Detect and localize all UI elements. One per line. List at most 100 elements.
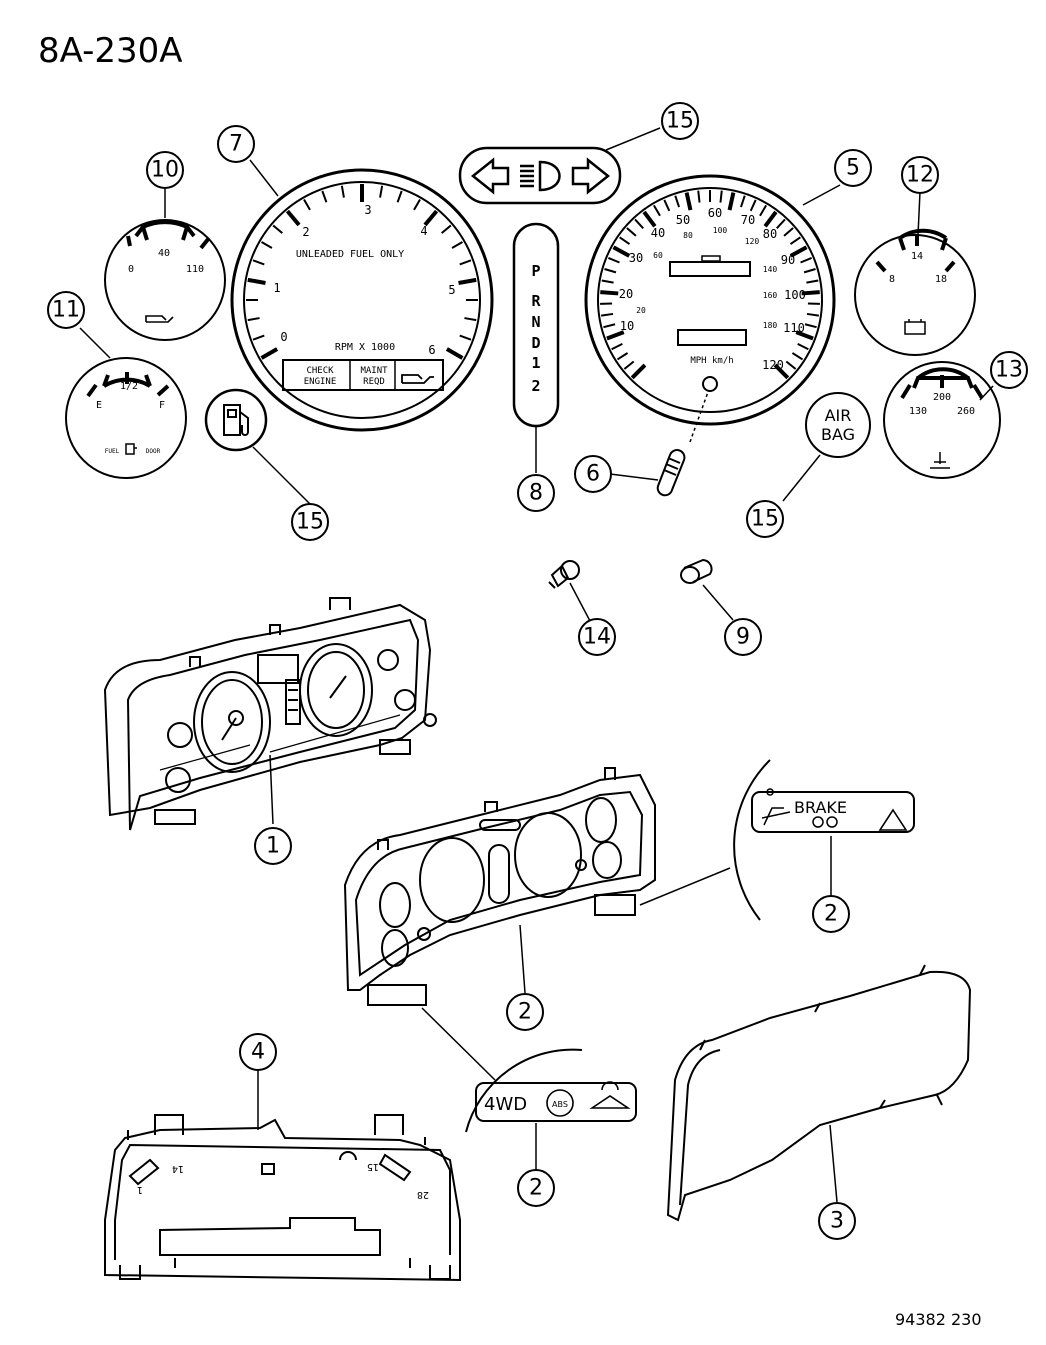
4wd-lens-detail [465,1048,637,1133]
svg-text:12: 12 [906,163,934,188]
temp-tick-130: 130 [909,406,927,417]
callout-13: 13 [990,351,1028,389]
tach-tick-5: 5 [448,283,455,297]
fuel-pump-lens [204,388,268,452]
kmh-140: 140 [763,265,778,274]
svg-text:7: 7 [229,132,243,157]
gauge-tick [396,190,403,203]
right-arrow-icon [571,157,611,195]
tach-tick-6: 6 [428,343,435,357]
fuel-door-icon [125,443,137,455]
gauge-tick [789,236,801,245]
gauge-tick [806,312,820,317]
tach-rpm-text: RPM X 1000 [335,342,395,353]
gauge-tick [623,360,635,370]
gauge-tick [606,330,625,341]
turn-signal-lens [458,146,622,205]
fuel-tick-full: F [159,400,165,411]
rear-plate-connector-right [378,1153,412,1182]
gauge-tick [653,204,661,217]
gauge-tick [801,290,820,296]
oil-tick-110: 110 [186,264,204,275]
svg-text:11: 11 [52,298,80,323]
svg-text:6: 6 [586,462,600,487]
check-engine-line2: ENGINE [304,377,337,387]
gauge-tick [727,192,736,211]
mph-80: 80 [763,227,777,241]
gauge-tick [783,227,794,237]
kmh-160: 160 [763,291,778,300]
callout-14: 14 [578,618,616,656]
svg-text:5: 5 [846,156,860,181]
mph-30: 30 [629,251,643,265]
callout-5: 5 [834,149,872,187]
left-arrow-icon [470,157,510,195]
gauge-tick [600,312,614,317]
prndl-1: 1 [531,354,540,372]
gauge-tick [272,224,283,234]
drawing-number: 94382 230 [895,1310,982,1329]
rear-right-28: 28 [417,1189,429,1200]
gauge-tick [604,268,617,274]
tach-fuel-text: UNLEADED FUEL ONLY [296,249,404,260]
leader-lines [79,127,994,1203]
high-beam-icon [520,160,561,192]
callout-3: 3 [818,1202,856,1240]
gauge-tick [379,185,384,198]
gauge-tick [684,192,693,211]
gauge-tick [603,323,616,329]
fuel-footer-door: DOOR [146,448,161,455]
gauge-tick [763,210,778,228]
svg-text:2: 2 [824,902,838,927]
gauge-tick [260,347,279,360]
airbag-line2: BAG [821,425,855,444]
gauge-tick [773,363,790,380]
gauge-tick [600,290,619,296]
gauge-tick [464,317,477,322]
svg-text:3: 3 [830,1209,844,1234]
gauge-tick [413,199,421,211]
oil-pressure-gauge [104,219,226,341]
brake-lens-detail [733,759,915,921]
gauge-tick [759,204,767,217]
airbag-lens: AIR BAG [805,392,871,458]
prndl-n: N [531,313,540,331]
mph-50: 50 [676,213,690,227]
gauge-tick [803,268,816,274]
prndl-r: R [531,292,541,310]
seatbelt-icon [761,788,791,826]
cluster-lens-cover [666,964,972,1222]
gauge-tick [797,342,809,351]
gauge-tick [804,323,817,329]
callout-11: 11 [47,291,85,329]
mph-20: 20 [619,287,633,301]
gauge-tick [795,330,814,341]
coolant-icon [930,452,950,469]
fuel-tick-half: 1/2 [120,381,138,392]
svg-text:15: 15 [1016,1318,1044,1343]
gauge-tick [423,209,439,227]
rear-circuit-plate [104,1114,461,1282]
callout-4: 4 [239,1033,277,1071]
gauge-tick [616,352,629,361]
temp-tick-200: 200 [933,392,951,403]
svg-text:14: 14 [583,625,611,650]
svg-text:10: 10 [151,158,179,183]
rear-left-1: 1 [137,1184,143,1195]
kmh-100: 100 [713,226,728,235]
prndl-p: P [531,262,540,280]
callout-12: 12 [901,156,939,194]
tach-tick-2: 2 [302,225,309,239]
gauge-tick [800,256,813,264]
abs-label: ABS [552,1100,568,1109]
4wd-label: 4WD [484,1094,527,1115]
airbag-line1: AIR [825,406,852,425]
callout-2-mask: 2 [506,993,544,1031]
callout-2-4wd: 2 [517,1169,555,1207]
gauge-tick [607,256,620,264]
warning-triangle-icon [878,808,908,831]
fuel-gauge [65,357,187,479]
callout-9: 9 [724,618,762,656]
kmh-180: 180 [763,321,778,330]
gauge-tick [247,277,266,285]
